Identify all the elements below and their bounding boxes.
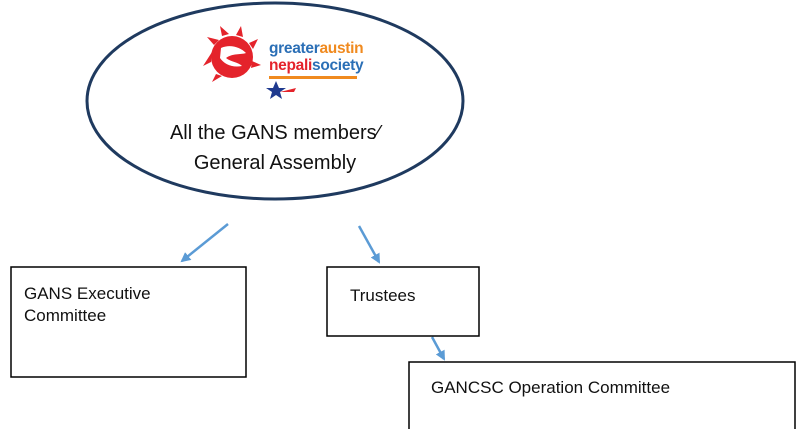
general-assembly-line1: All the GANS members⁄ — [169, 122, 381, 144]
executive-line1: GANS Executive — [24, 284, 151, 303]
trustees-label: Trustees — [350, 285, 416, 307]
logo-word-society: society — [312, 57, 364, 74]
arrow-to-executive — [180, 223, 229, 263]
trustees-box — [326, 266, 480, 337]
logo-word-greater: greater — [269, 40, 320, 57]
operation-line1: GANCSC Operation Committee — [431, 378, 671, 397]
executive-committee-box — [10, 266, 247, 378]
logo-word-austin: austin — [319, 40, 364, 57]
executive-committee-label: GANS Executive Committee — [24, 283, 151, 327]
general-assembly-label: All the GANS members⁄ General Assembly — [120, 118, 430, 178]
operation-committee-box — [408, 361, 796, 429]
general-assembly-line2: General Assembly — [193, 152, 357, 174]
arrow-to-operation — [430, 336, 446, 361]
logo-line2: nepalisociety — [269, 57, 364, 74]
trustees-line1: Trustees — [350, 286, 416, 305]
operation-committee-label: GANCSC Operation Committee — [431, 377, 670, 399]
logo-line1: greateraustin — [269, 40, 364, 57]
logo-word-nepali: nepali — [269, 57, 312, 74]
general-assembly-ellipse — [85, 1, 465, 201]
arrow-to-trustees — [357, 225, 381, 264]
logo-star-icon — [266, 81, 296, 99]
gans-logo — [203, 26, 357, 99]
logo-sunburst-icon — [203, 26, 261, 82]
logo-underline — [269, 76, 357, 79]
executive-line2: Committee — [24, 306, 107, 325]
